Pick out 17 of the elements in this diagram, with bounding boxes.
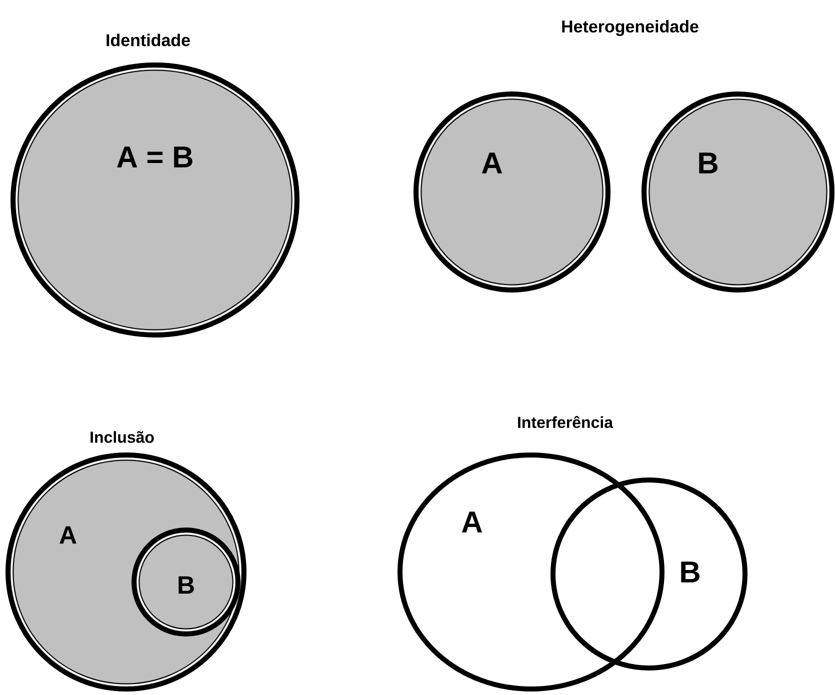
set-circle [398,452,664,692]
set-circle [550,478,748,670]
set-circle [10,62,300,338]
set-letter: B [699,152,718,174]
set-letter: B [681,562,700,582]
set-letter: A [60,526,76,544]
set-letter: B [178,576,194,594]
subset-circle [132,528,240,636]
set-circle [414,92,610,292]
panel-title: Heterogeneidade [562,20,698,36]
panel-title: Interferência [518,416,614,428]
set-letter: A = B [117,146,192,168]
panel-title: Inclusão [90,431,154,443]
set-circle [642,92,834,292]
set-letter: A [482,152,502,174]
panel-title: Identidade [106,34,190,46]
set-letter: A [462,512,482,532]
